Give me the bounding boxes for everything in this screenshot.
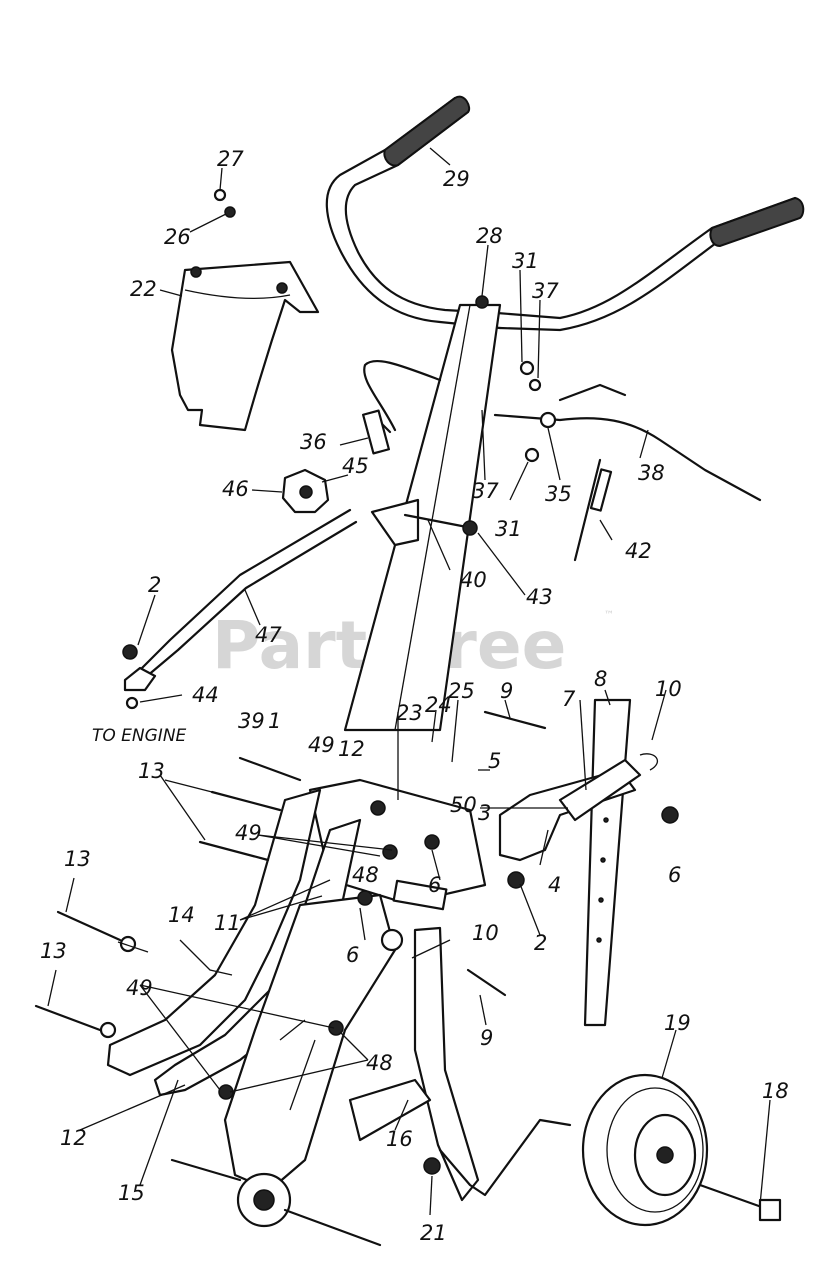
callout-22: 22 — [130, 277, 157, 301]
callout-11: 11 — [214, 911, 241, 935]
throttle-linkage[interactable] — [361, 359, 762, 562]
callout-8: 8 — [594, 667, 607, 691]
callout-13-c: 13 — [40, 939, 67, 963]
frame[interactable] — [106, 778, 487, 1247]
callout-19: 19 — [664, 1011, 691, 1035]
callout-49-low: 49 — [126, 976, 153, 1000]
callout-37-top: 37 — [532, 279, 559, 303]
callout-44: 44 — [192, 683, 219, 707]
callout-6-right: 6 — [668, 863, 681, 887]
callout-5: 5 — [488, 749, 501, 773]
callout-9-top: 9 — [500, 679, 513, 703]
callout-43: 43 — [526, 585, 553, 609]
callout-45: 45 — [342, 454, 369, 478]
drag-stake[interactable] — [498, 698, 679, 1027]
bolts — [34, 710, 547, 1100]
callout-15: 15 — [118, 1181, 145, 1205]
callout-27: 27 — [217, 147, 244, 171]
callout-18: 18 — [762, 1079, 789, 1103]
callout-40: 40 — [460, 568, 487, 592]
callout-29: 29 — [443, 167, 470, 191]
callout-13-a: 13 — [138, 759, 165, 783]
callout-2-top: 2 — [148, 573, 161, 597]
watermark-trademark: ™ — [604, 610, 614, 621]
callout-21: 21 — [420, 1221, 447, 1245]
nut-26 — [224, 206, 236, 218]
callout-4: 4 — [548, 873, 561, 897]
callout-12-low: 12 — [60, 1126, 87, 1150]
callout-10-mid: 10 — [472, 921, 499, 945]
callout-13-b: 13 — [64, 847, 91, 871]
callout-31-mid: 31 — [495, 517, 522, 541]
callout-48-top: 48 — [352, 863, 379, 887]
callout-23: 23 — [396, 701, 423, 725]
callout-48-low: 48 — [366, 1051, 393, 1075]
callout-1: 1 — [268, 709, 281, 733]
handlebar-grip-left[interactable] — [383, 95, 471, 167]
callout-26: 26 — [164, 225, 191, 249]
callout-37-mid: 37 — [472, 479, 499, 503]
callout-36: 36 — [300, 430, 327, 454]
callout-47: 47 — [255, 623, 282, 647]
depth-control[interactable] — [122, 468, 478, 710]
callout-38: 38 — [638, 461, 665, 485]
callout-3: 3 — [478, 801, 491, 825]
callout-2-mid: 2 — [534, 931, 547, 955]
handlebar-grip-right[interactable] — [709, 196, 805, 248]
callout-9-low: 9 — [480, 1026, 493, 1050]
wheel[interactable] — [581, 1073, 782, 1227]
callout-24: 24 — [425, 693, 452, 717]
callout-6-mid: 6 — [428, 873, 441, 897]
callout-42: 42 — [625, 539, 652, 563]
callout-35: 35 — [545, 482, 572, 506]
console-cover[interactable] — [170, 188, 320, 432]
callout-46: 46 — [222, 477, 249, 501]
leader-lines — [47, 147, 771, 1216]
callout-10-top: 10 — [655, 677, 682, 701]
callout-25: 25 — [448, 679, 475, 703]
callout-labels: 27 26 22 29 28 31 37 36 46 45 37 31 35 3… — [40, 147, 789, 1245]
callout-49-top-a: 49 — [308, 733, 335, 757]
callout-6-low: 6 — [346, 943, 359, 967]
callout-50: 50 — [450, 793, 477, 817]
callout-39: 39 — [238, 709, 265, 733]
callout-49-mid: 49 — [235, 821, 262, 845]
to-engine-label: TO ENGINE — [92, 726, 187, 746]
callout-28: 28 — [476, 224, 503, 248]
callout-16: 16 — [386, 1127, 413, 1151]
callout-12-top: 12 — [338, 737, 365, 761]
handlebar[interactable] — [325, 95, 805, 332]
callout-14: 14 — [168, 903, 195, 927]
callout-7: 7 — [562, 687, 576, 711]
nut-27 — [213, 188, 227, 202]
callout-31-top: 31 — [512, 249, 539, 273]
wheel-bracket[interactable] — [348, 926, 572, 1202]
